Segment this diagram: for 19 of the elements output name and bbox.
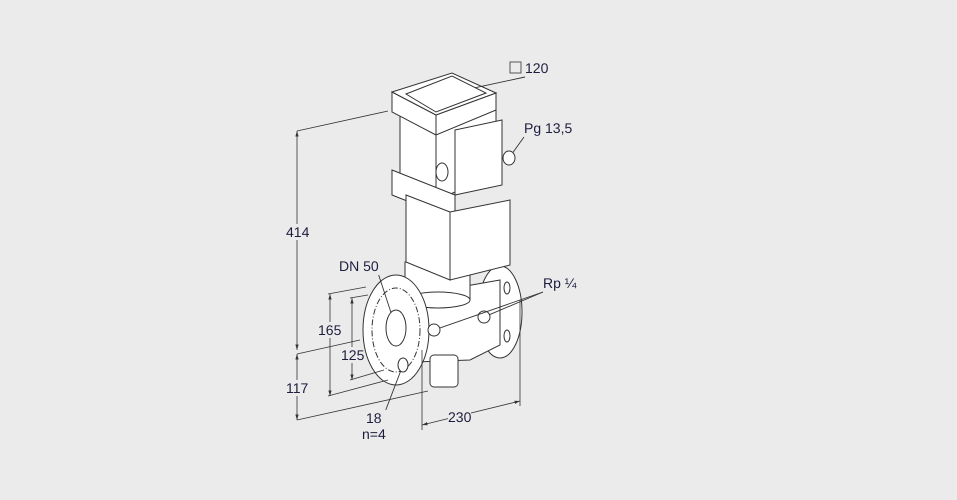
dimension-value: 117 bbox=[286, 380, 308, 396]
callout-text: Rp ¼ bbox=[543, 275, 576, 291]
leader-line bbox=[474, 76, 526, 88]
cable-gland bbox=[502, 150, 516, 166]
callout-text: n=4 bbox=[362, 426, 386, 442]
callout-text: Pg 13,5 bbox=[524, 120, 572, 136]
callout-text: 120 bbox=[525, 60, 548, 76]
leader-line bbox=[378, 274, 392, 313]
top-cover bbox=[404, 75, 488, 113]
dimension-value: 414 bbox=[286, 224, 310, 240]
flange-bore bbox=[386, 310, 406, 346]
leader-line bbox=[489, 292, 544, 316]
dimension-value: 125 bbox=[341, 347, 364, 363]
leader-line bbox=[512, 136, 524, 154]
leader-line bbox=[385, 370, 402, 410]
dimension-value: 165 bbox=[318, 322, 342, 338]
callout-text: 18 bbox=[366, 410, 382, 426]
dimension-value: 230 bbox=[448, 409, 472, 425]
callout-text: DN 50 bbox=[339, 258, 379, 274]
